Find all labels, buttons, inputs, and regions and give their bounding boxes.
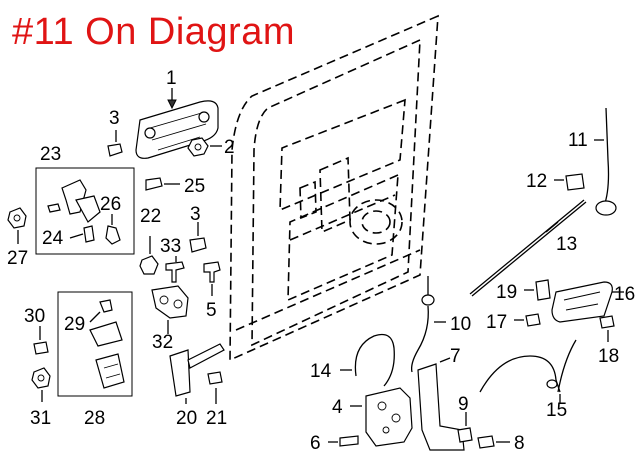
part-nut-2 bbox=[187, 137, 222, 157]
callout-4: 4 bbox=[332, 397, 343, 418]
part-bolt-3b bbox=[189, 222, 207, 253]
part-cable-15 bbox=[479, 339, 577, 404]
callout-27: 27 bbox=[7, 248, 28, 269]
callout-9: 9 bbox=[458, 394, 469, 415]
part-check-strap-20 bbox=[169, 343, 225, 404]
callout-29: 29 bbox=[64, 314, 85, 335]
callout-12: 12 bbox=[526, 171, 547, 192]
callout-10: 10 bbox=[450, 314, 471, 335]
group-box-23 bbox=[35, 167, 135, 255]
callout-25: 25 bbox=[184, 176, 205, 197]
callout-15: 15 bbox=[546, 400, 567, 421]
part-clip-9 bbox=[457, 412, 473, 443]
part-bolt-18 bbox=[599, 315, 615, 342]
callout-1: 1 bbox=[166, 68, 177, 89]
door-outline bbox=[229, 14, 439, 362]
callout-23: 23 bbox=[40, 144, 61, 165]
callout-17: 17 bbox=[486, 312, 507, 333]
part-hinge-32 bbox=[151, 285, 189, 334]
callout-5: 5 bbox=[206, 300, 217, 321]
part-bracket-23 bbox=[47, 179, 121, 245]
part-bolt-17 bbox=[514, 313, 541, 327]
part-clip-12 bbox=[554, 173, 585, 191]
callout-33: 33 bbox=[160, 236, 181, 257]
part-nut-31 bbox=[31, 367, 51, 402]
callout-11: 11 bbox=[568, 130, 588, 151]
part-bolt-5 bbox=[203, 261, 221, 296]
callout-3a: 3 bbox=[109, 108, 120, 129]
part-cable-14 bbox=[340, 333, 395, 387]
callout-18: 18 bbox=[598, 346, 619, 367]
callout-14: 14 bbox=[310, 361, 332, 382]
callout-20: 20 bbox=[176, 408, 197, 429]
part-cable-10 bbox=[410, 276, 446, 373]
callout-32: 32 bbox=[152, 332, 173, 353]
part-pin-33 bbox=[165, 256, 185, 283]
callout-16: 16 bbox=[614, 284, 635, 305]
callout-22: 22 bbox=[140, 206, 161, 227]
part-exterior-handle bbox=[135, 100, 219, 159]
callout-31: 31 bbox=[30, 408, 51, 429]
group-box-28 bbox=[57, 291, 133, 397]
callout-2: 2 bbox=[224, 137, 235, 158]
callout-3b: 3 bbox=[190, 204, 201, 225]
part-screw-6 bbox=[328, 435, 359, 447]
diagram-title: #11 On Diagram bbox=[12, 11, 295, 53]
callout-30: 30 bbox=[24, 306, 45, 327]
part-bolt-21 bbox=[207, 371, 223, 404]
part-rod-13 bbox=[469, 199, 587, 297]
part-bracket-28 bbox=[89, 299, 125, 389]
callout-8: 8 bbox=[514, 433, 525, 454]
part-clip-19 bbox=[524, 279, 551, 301]
part-interior-handle-16 bbox=[551, 281, 624, 323]
part-bolt-30 bbox=[33, 326, 49, 355]
callout-24: 24 bbox=[42, 228, 64, 249]
part-rod-11 bbox=[594, 107, 617, 216]
callout-28: 28 bbox=[84, 408, 105, 429]
part-bolt-3a bbox=[107, 130, 123, 157]
part-nut-27 bbox=[7, 207, 27, 244]
part-nut-22 bbox=[139, 236, 159, 275]
callout-26: 26 bbox=[100, 194, 121, 215]
callout-7: 7 bbox=[450, 346, 461, 367]
part-latch-4 bbox=[350, 387, 413, 447]
callout-19: 19 bbox=[496, 282, 517, 303]
callout-6: 6 bbox=[310, 433, 321, 454]
callout-21: 21 bbox=[206, 408, 227, 429]
callout-13: 13 bbox=[556, 234, 577, 255]
part-bolt-8 bbox=[477, 435, 510, 449]
part-bolt-25 bbox=[145, 177, 180, 191]
